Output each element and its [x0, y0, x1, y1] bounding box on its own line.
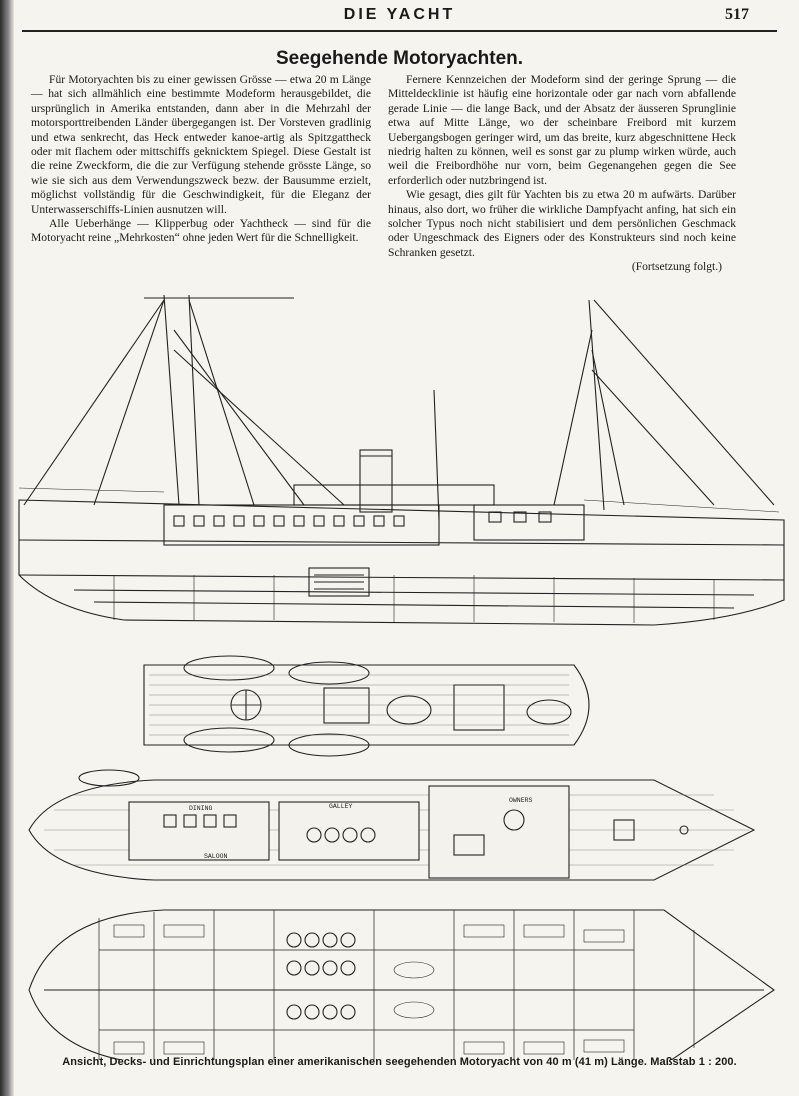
lifeboat: [288, 733, 370, 757]
engine-box: [308, 567, 370, 597]
galley-label: GALLEY: [329, 803, 353, 810]
yacht-plan-drawings: DINING SALOON GALLEY OWNERS: [18, 294, 785, 1060]
page-header: DIE YACHT 517: [20, 6, 779, 32]
dinghy: [78, 769, 140, 787]
paragraph: Fernere Kennzeichen der Modeform sind de…: [388, 73, 736, 187]
continued-note: (Fortsetzung folgt.): [631, 260, 722, 274]
fore-mast: [163, 294, 180, 506]
main-deck-outline: [28, 779, 756, 881]
lower-deck-plan: [28, 909, 775, 1060]
owners-suite: [428, 785, 570, 879]
article-title: Seegehende Motoryachten.: [275, 48, 524, 69]
article-column-left: Für Motoryachten bis zu einer gewissen G…: [31, 73, 371, 246]
hatch: [613, 819, 635, 841]
lifeboat: [183, 727, 275, 753]
page-number: 517: [725, 6, 749, 23]
wheelhouse-top: [453, 684, 505, 731]
paragraph: Wie gesagt, dies gilt für Yachten bis zu…: [388, 188, 736, 259]
paragraph: Für Motoryachten bis zu einer gewissen G…: [31, 73, 371, 216]
fore-mast-stay: [188, 294, 200, 506]
main-deck-plan: [28, 769, 756, 881]
profile-view: [18, 294, 785, 626]
ventilator: [526, 699, 572, 725]
dining-room: [128, 801, 270, 861]
lifeboat: [288, 661, 370, 685]
funnel-top: [386, 695, 432, 725]
figure-caption: Ansicht, Decks- und Einrichtungsplan ein…: [62, 1056, 737, 1068]
lifeboat: [183, 655, 275, 681]
running-title: DIE YACHT: [343, 6, 456, 23]
page-binding-shadow: [0, 0, 14, 1096]
midship-davit-mast: [433, 389, 440, 521]
owners-label: OWNERS: [509, 797, 533, 804]
boat-deck-outline: [143, 664, 590, 746]
hull-profile: [18, 499, 785, 626]
saloon-label: SALOON: [204, 853, 228, 860]
boat-deck-plan: [143, 655, 590, 757]
bridge-house: [293, 484, 495, 506]
funnel: [359, 449, 393, 513]
main-mast: [588, 299, 605, 511]
header-rule: [22, 30, 777, 32]
skylight: [323, 687, 370, 724]
wheelhouse: [473, 504, 585, 541]
dining-label: DINING: [189, 805, 213, 812]
lower-deck-outline: [28, 909, 775, 1060]
article-column-right: Fernere Kennzeichen der Modeform sind de…: [388, 73, 736, 275]
paragraph: Alle Ueberhänge — Klipperbug oder Yachth…: [31, 217, 371, 245]
